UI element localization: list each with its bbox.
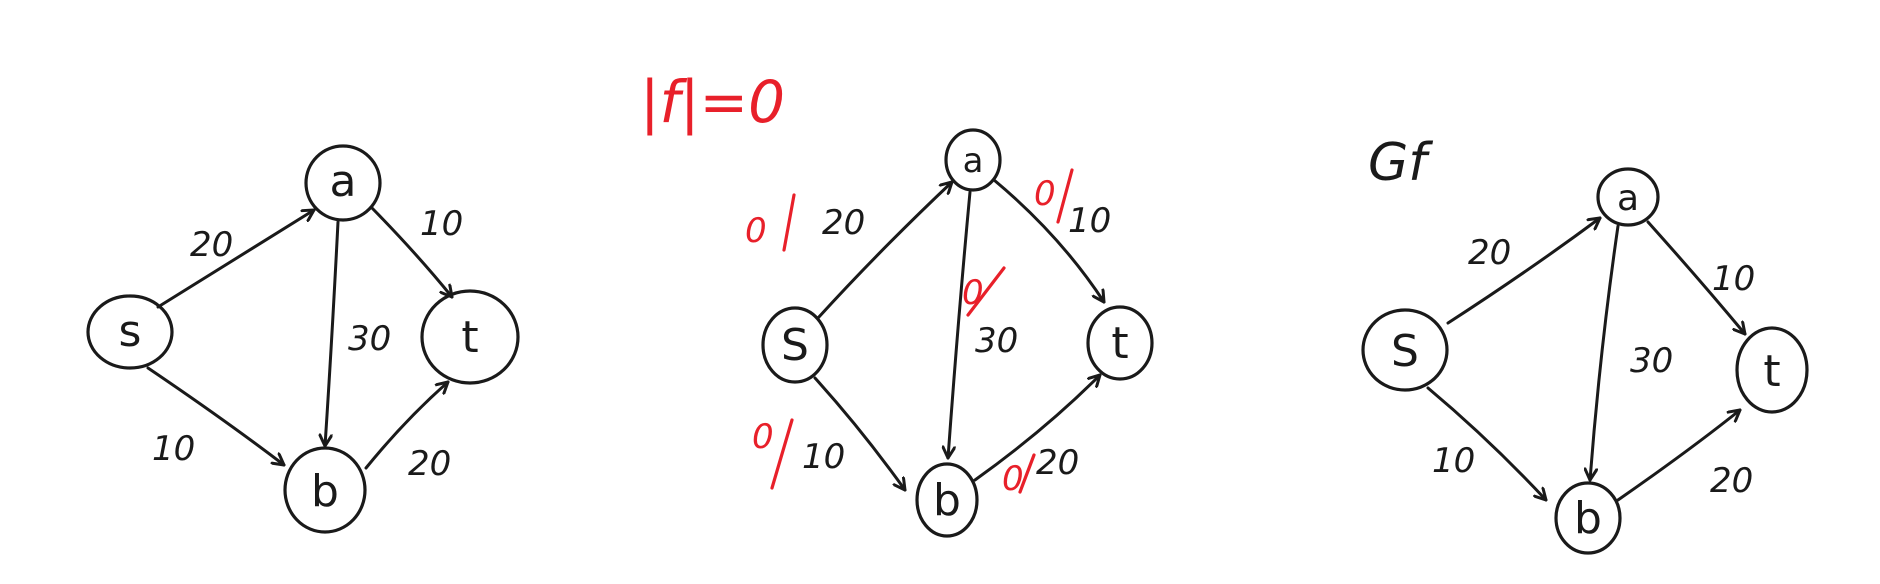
- node-b-label: b: [311, 466, 339, 517]
- edge-a-b-capacity: 30: [975, 321, 1018, 361]
- edge-a-t-capacity: 10: [1068, 201, 1111, 241]
- edge-a-t: [1646, 220, 1747, 336]
- edge-a-b: [325, 220, 340, 448]
- node-b-label: b: [1574, 493, 1602, 544]
- edge-a-b: [1590, 224, 1620, 482]
- edge-a-t-slash: [1056, 168, 1074, 224]
- edge-a-t: [370, 206, 454, 299]
- graph-flow: |f|=0 S a b t 0 20 0 10 0 30 0 10 0 20: [640, 68, 1154, 538]
- node-s-label: S: [1391, 326, 1419, 377]
- node-a-label: a: [963, 141, 984, 181]
- edge-s-b: [1426, 386, 1548, 502]
- edge-b-t-capacity: 20: [1710, 461, 1753, 501]
- edge-s-a-capacity: 20: [190, 225, 233, 265]
- edge-s-a: [816, 180, 954, 320]
- edge-s-a-capacity: 20: [1468, 233, 1511, 273]
- node-t-label: t: [1111, 318, 1128, 369]
- edge-s-a-flow: 0: [745, 211, 767, 251]
- node-a-label: a: [330, 156, 357, 207]
- node-s-label: S: [781, 320, 809, 371]
- node-a: [1596, 167, 1660, 227]
- flow-value-label: |f|=0: [640, 68, 785, 136]
- edge-a-b: [948, 190, 972, 460]
- edge-b-t-slash: [1018, 453, 1036, 494]
- edge-a-t-flow: 0: [1034, 174, 1056, 214]
- edge-s-a: [1446, 216, 1602, 325]
- edge-b-t: [973, 373, 1102, 482]
- node-s: [1361, 308, 1449, 392]
- edge-a-t-capacity: 10: [420, 204, 463, 244]
- node-s: [761, 306, 829, 384]
- node-t-label: t: [461, 312, 478, 363]
- node-s-label: s: [119, 306, 142, 357]
- graph-original: s a b t 20 10 30 10 20: [86, 144, 520, 534]
- node-b: [1554, 481, 1622, 555]
- node-t: [420, 289, 520, 385]
- node-t-label: t: [1763, 346, 1780, 397]
- edge-s-b: [813, 376, 907, 492]
- edge-b-t: [1616, 408, 1742, 502]
- edge-s-b-capacity: 10: [152, 429, 195, 469]
- edge-a-b-slash: [966, 266, 1006, 317]
- edge-b-t-capacity: 20: [408, 444, 451, 484]
- edge-a-t: [992, 178, 1106, 304]
- edge-a-b-capacity: 30: [348, 319, 391, 359]
- edge-s-a: [156, 208, 316, 309]
- edge-s-b: [146, 366, 286, 467]
- node-b: [915, 462, 979, 538]
- node-s: [86, 294, 174, 370]
- node-t: [1086, 305, 1154, 381]
- node-a: [304, 144, 382, 222]
- edge-a-t-capacity: 10: [1712, 259, 1755, 299]
- node-a-label: a: [1617, 178, 1639, 219]
- edge-s-a-slash: [782, 193, 796, 252]
- edge-b-t-flow: 0: [1002, 459, 1024, 499]
- edge-s-b-slash: [770, 418, 794, 490]
- node-b: [283, 446, 367, 534]
- node-a: [944, 128, 1002, 192]
- edge-s-a-capacity: 20: [822, 203, 865, 243]
- node-b-label: b: [933, 475, 961, 526]
- graph-residual: Gf S a b t 20 10 30 10 20: [1361, 133, 1809, 555]
- node-t: [1735, 326, 1809, 414]
- residual-title: Gf: [1368, 133, 1433, 193]
- edge-b-t: [364, 380, 450, 470]
- edge-s-b-flow: 0: [752, 417, 774, 457]
- edge-b-t-capacity: 20: [1036, 443, 1079, 483]
- edge-s-b-capacity: 10: [802, 437, 845, 477]
- edge-a-b-capacity: 30: [1630, 341, 1673, 381]
- edge-s-b-capacity: 10: [1432, 441, 1475, 481]
